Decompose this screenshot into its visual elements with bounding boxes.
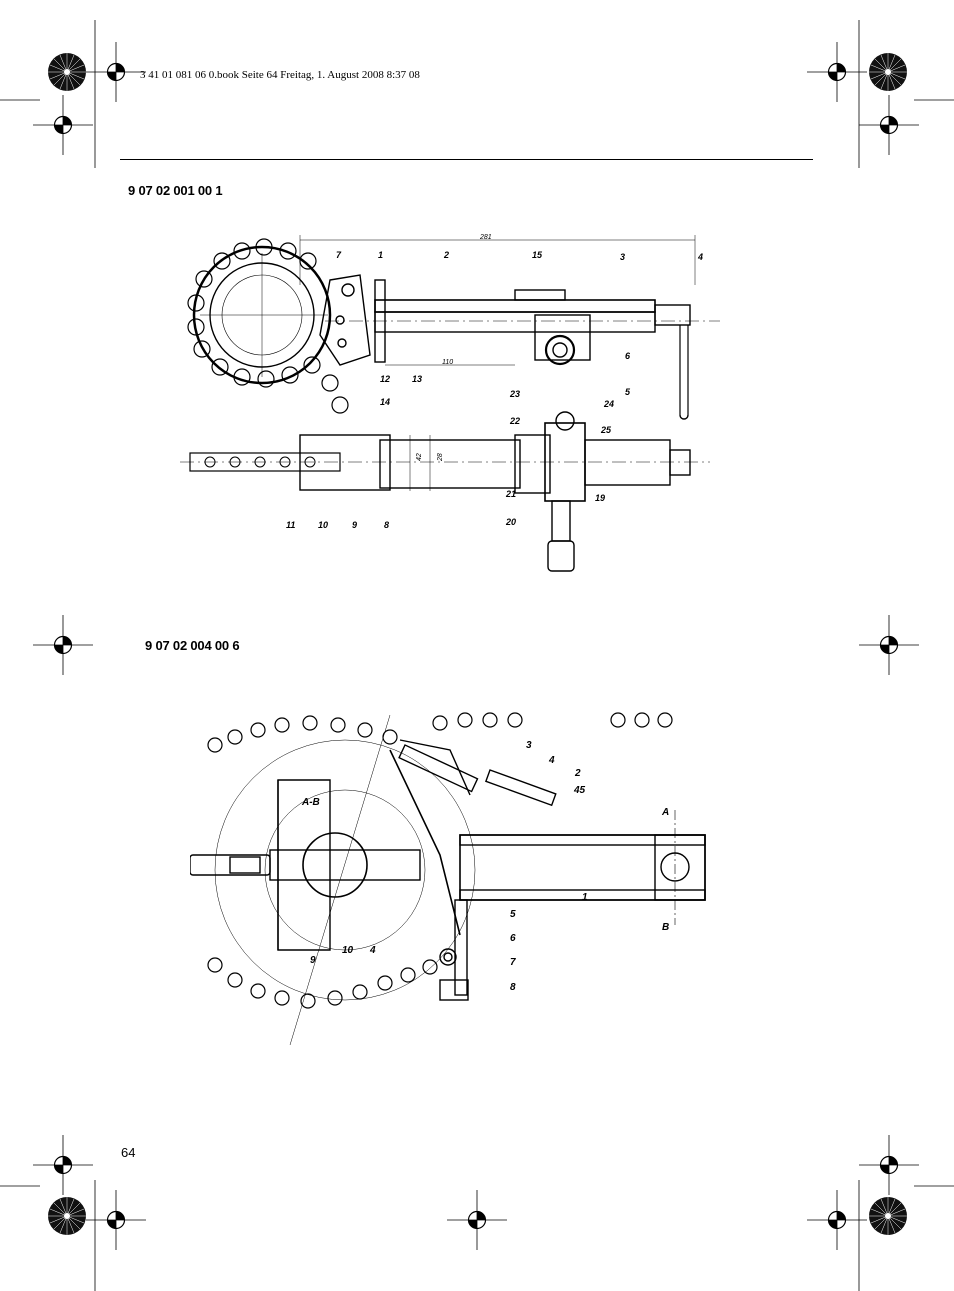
callout-22: 22 [509, 416, 520, 426]
callout-6: 6 [625, 351, 631, 361]
section-marker-b: B [662, 922, 669, 933]
callout-19: 19 [595, 493, 605, 503]
header-rule [120, 159, 813, 160]
dim-281: 281 [479, 234, 492, 241]
callout-8: 8 [510, 982, 516, 993]
callout-4: 4 [697, 252, 703, 262]
callout-4-top: 4 [548, 755, 555, 766]
dim-28: 28 [437, 453, 444, 462]
callout-23: 23 [509, 389, 520, 399]
callout-10: 10 [318, 520, 328, 530]
callout-7: 7 [336, 250, 342, 260]
callout-45: 45 [573, 785, 586, 796]
dim-42: 42 [416, 453, 423, 461]
figure2-part-number: 9 07 02 004 00 6 [145, 638, 240, 653]
callout-9: 9 [352, 520, 357, 530]
callout-8: 8 [384, 520, 389, 530]
callout-3: 3 [620, 252, 625, 262]
callout-12: 12 [380, 374, 390, 384]
dim-110: 110 [442, 359, 453, 366]
callout-25: 25 [600, 425, 612, 435]
callout-1: 1 [582, 892, 588, 903]
section-marker-a: A [661, 807, 669, 818]
section-label-ab: A-B [301, 797, 320, 808]
callout-20: 20 [505, 517, 516, 527]
callout-9: 9 [310, 955, 316, 966]
callout-15: 15 [532, 250, 543, 260]
callout-5: 5 [510, 909, 516, 920]
callout-6: 6 [510, 933, 516, 944]
callout-2: 2 [443, 250, 449, 260]
callout-11: 11 [286, 520, 295, 530]
callout-1: 1 [378, 250, 383, 260]
callout-10: 10 [342, 945, 354, 956]
figure1-drawing: 281 110 42 28 1 2 3 4 5 6 7 8 9 10 11 12… [180, 234, 720, 572]
callout-21: 21 [505, 489, 516, 499]
callout-7: 7 [510, 957, 516, 968]
page-number: 64 [121, 1145, 136, 1160]
callout-24: 24 [603, 399, 614, 409]
file-info-header: 3 41 01 081 06 0.book Seite 64 Freitag, … [140, 69, 420, 81]
callout-4-bottom: 4 [369, 945, 376, 956]
figure2-drawing: A-B A B 1 2 3 4 45 5 6 7 8 9 10 4 [190, 712, 706, 1046]
callout-13: 13 [412, 374, 422, 384]
callout-5: 5 [625, 387, 631, 397]
callout-14: 14 [380, 397, 390, 407]
figure1-part-number: 9 07 02 001 00 1 [128, 183, 223, 198]
callout-2: 2 [574, 768, 581, 779]
callout-3: 3 [526, 740, 532, 751]
